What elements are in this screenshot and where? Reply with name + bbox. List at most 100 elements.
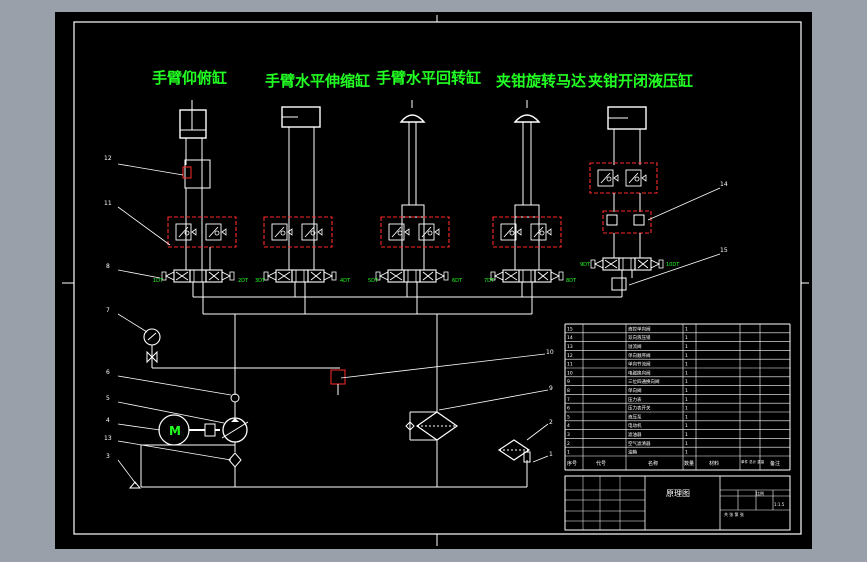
- throttle-valve-group-2: [263, 216, 333, 248]
- callout-2: 2: [549, 419, 553, 426]
- parts-row-qty: 1: [685, 362, 688, 368]
- parts-row-qty: 1: [685, 432, 688, 438]
- parts-row-qty: 1: [685, 326, 688, 332]
- parts-row-name: 双向液压锁: [628, 334, 651, 341]
- parts-row-no: 12: [567, 353, 573, 359]
- header-material: 材料: [709, 460, 719, 467]
- parts-row-no: 2: [567, 441, 570, 447]
- label-6dt: 6DT: [452, 278, 463, 284]
- drawing-name: 原理图: [666, 489, 690, 498]
- parts-row-name: 单向节流阀: [628, 361, 651, 368]
- header-weight: 单件 总计 重量: [741, 459, 765, 464]
- parts-row-name: 液控单向阀: [628, 325, 651, 332]
- parts-row-qty: 1: [685, 441, 688, 447]
- parts-row-name: 压力表: [628, 396, 642, 403]
- parts-row-name: 溢流阀: [628, 343, 642, 350]
- parts-row-no: 11: [567, 362, 573, 368]
- pilot-check-valve-15: [611, 277, 627, 291]
- callout-4: 4: [106, 417, 110, 424]
- callout-15: 15: [720, 247, 728, 254]
- label-2dt: 2DT: [238, 278, 249, 284]
- parts-row-no: 5: [567, 414, 570, 420]
- parts-row-qty: 1: [685, 388, 688, 394]
- header-qty: 数量: [684, 460, 694, 467]
- pipe-manifold: [185, 247, 633, 487]
- callout-9: 9: [549, 385, 553, 392]
- callout-6: 6: [106, 369, 110, 376]
- callout-12: 12: [104, 155, 112, 162]
- label-10dt: 10DT: [666, 262, 680, 268]
- callout-10: 10: [546, 349, 554, 356]
- header-no: 序号: [567, 460, 577, 467]
- header-name: 名称: [648, 460, 658, 467]
- parts-row-qty: 1: [685, 397, 688, 403]
- actuator-gripper-cylinder: [589, 106, 658, 258]
- pump-5: [221, 402, 249, 452]
- parts-row-qty: 1: [685, 370, 688, 376]
- parts-row-no: 1: [567, 450, 570, 456]
- label-8dt: 8DT: [566, 278, 577, 284]
- parts-row-name: 三位四通换向阀: [628, 378, 660, 385]
- filter-3: [228, 452, 242, 468]
- label-3dt: 3DT: [255, 278, 266, 284]
- parts-row-no: 14: [567, 335, 573, 341]
- parts-row-name: 电动机: [628, 422, 642, 429]
- parts-row-no: 6: [567, 406, 570, 412]
- title-arm-pitch: 手臂仰俯缸: [152, 69, 227, 87]
- callout-8: 8: [106, 263, 110, 270]
- parts-row-name: 液压泵: [628, 413, 642, 420]
- scale-value: 1:1.5: [774, 502, 785, 507]
- callout-13: 13: [104, 435, 112, 442]
- callout-5: 5: [106, 395, 110, 402]
- parts-row-no: 9: [567, 379, 570, 385]
- parts-row-qty: 1: [685, 344, 688, 350]
- header-code: 代号: [596, 460, 606, 467]
- throttle-valve-group-3: [380, 216, 450, 248]
- parts-row-no: 15: [567, 326, 573, 332]
- label-5dt: 5DT: [368, 278, 379, 284]
- parts-row-qty: 1: [685, 423, 688, 429]
- sheet-label: 共 张 第 张: [724, 511, 744, 517]
- title-gripper-rotate-motor: 夹钳旋转马达: [496, 72, 586, 90]
- tank-marker: [128, 481, 142, 489]
- sequence-valve-12: [184, 159, 211, 189]
- parts-row-no: 13: [567, 344, 573, 350]
- parts-row-qty: 1: [685, 353, 688, 359]
- hydraulic-lock-14: [602, 210, 652, 234]
- parts-row-name: 空气滤清器: [628, 440, 651, 447]
- callout-leaders: [117, 163, 721, 485]
- parts-row-qty: 1: [685, 335, 688, 341]
- parts-row-name: 电磁换向阀: [628, 369, 651, 376]
- title-arm-horizontal-extend: 手臂水平伸缩缸: [265, 72, 370, 90]
- return-line: [141, 460, 528, 488]
- label-1dt: 1DT: [153, 278, 164, 284]
- label-4dt: 4DT: [340, 278, 351, 284]
- actuator-arm-pitch: [179, 100, 211, 270]
- label-9dt: 9DT: [580, 262, 591, 268]
- parts-row-no: 7: [567, 397, 570, 403]
- drawing-sheet: [55, 12, 812, 549]
- svg-text:M: M: [169, 424, 181, 438]
- callout-11: 11: [104, 200, 112, 207]
- parts-row-name: 滤油器: [628, 431, 642, 438]
- callout-3: 3: [106, 453, 110, 460]
- label-7dt: 7DT: [484, 278, 495, 284]
- header-remark: 备注: [770, 460, 780, 467]
- callout-1: 1: [549, 451, 553, 458]
- cooler-9: [405, 411, 459, 441]
- parts-row-qty: 1: [685, 379, 688, 385]
- parts-row-name: 油箱: [628, 449, 637, 456]
- parts-row-name: 单向阀: [628, 387, 642, 394]
- scale-label: 比例: [756, 490, 764, 496]
- title-block: 原理图 比例 1:1.5 共 张 第 张: [564, 475, 791, 531]
- parts-row-no: 10: [567, 370, 573, 376]
- throttle-valve-group-4: [492, 216, 562, 248]
- parts-row-no: 4: [567, 423, 570, 429]
- parts-row-qty: 1: [685, 450, 688, 456]
- air-filter-2: [497, 439, 531, 463]
- actuator-arm-extend: [281, 106, 321, 270]
- throttle-valve-group-1: [167, 216, 237, 248]
- check-valve-box-upper: [589, 162, 658, 194]
